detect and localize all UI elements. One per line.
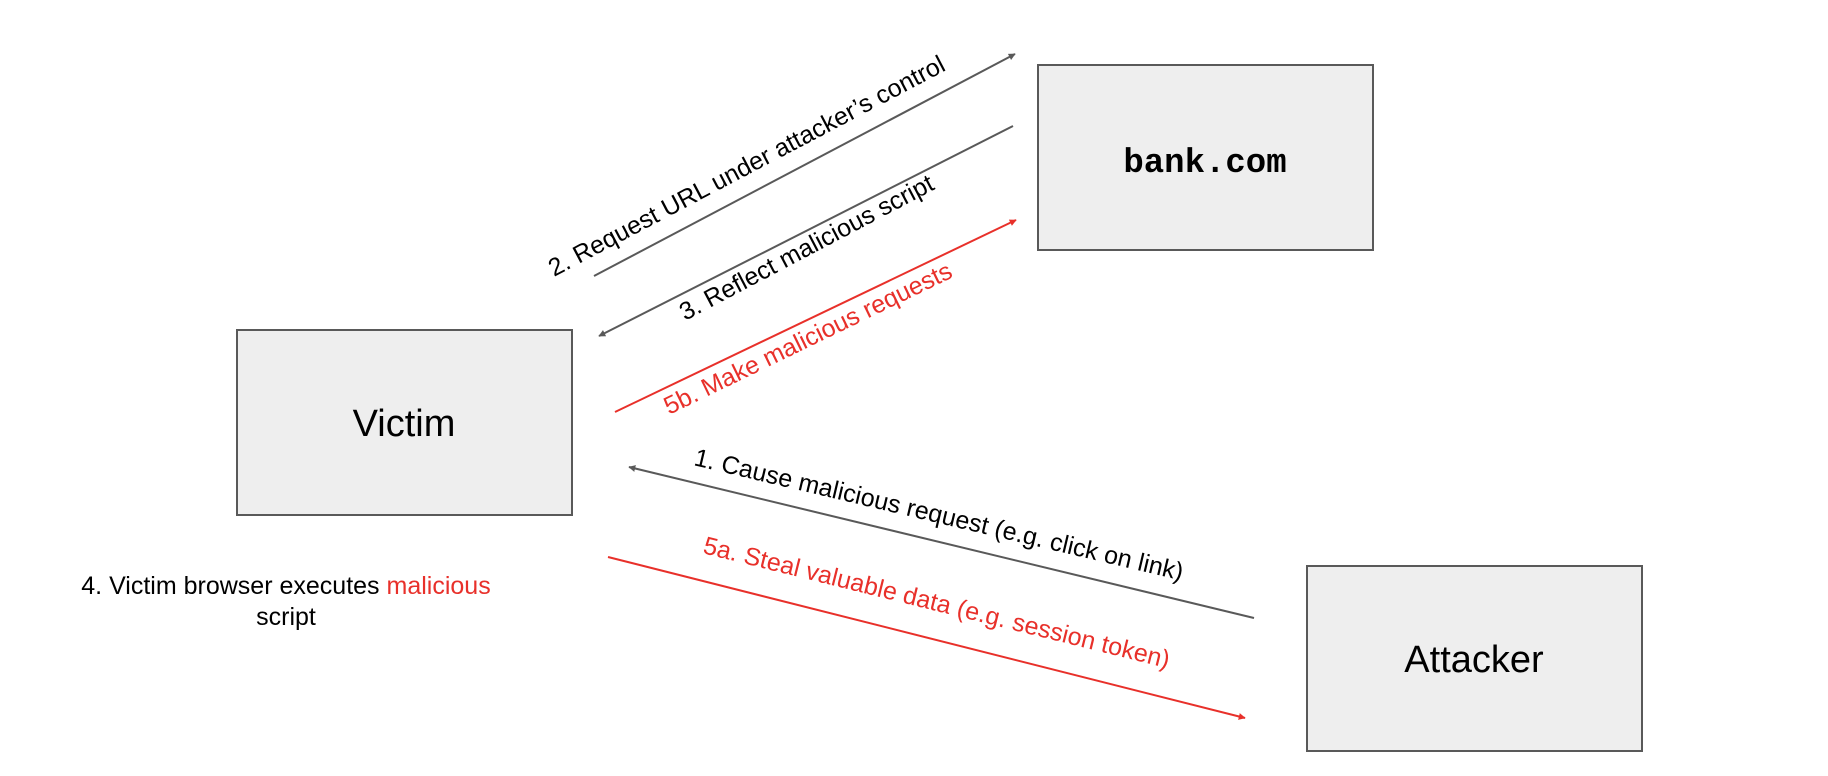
step4-prefix: 4. Victim browser executes [81, 572, 386, 600]
step2-label: 2. Request URL under attacker’s control [544, 50, 950, 282]
step5b-label: 5b. Make malicious requests [659, 257, 956, 421]
attacker-box [1306, 565, 1643, 752]
arrow-step1 [628, 465, 1255, 619]
arrow-step2 [593, 53, 1016, 277]
arrow-step3 [598, 125, 1014, 337]
arrow-step5b [614, 219, 1017, 413]
step4-line1: 4. Victim browser executes malicious [81, 572, 490, 600]
bank-label: bank.com [1123, 145, 1286, 183]
victim-box [236, 329, 573, 516]
arrow-step5a [607, 556, 1246, 720]
bank-node: bank.com [1037, 64, 1374, 251]
attacker-node: Attacker [1306, 565, 1643, 752]
step4-note: 4. Victim browser executes malicious scr… [81, 572, 490, 631]
step4-highlight-2: script [256, 603, 316, 631]
victim-node: Victim [236, 329, 573, 516]
step4-highlight-1: malicious [387, 572, 491, 600]
attacker-label: Attacker [1404, 639, 1544, 681]
victim-label: Victim [353, 403, 456, 445]
bank-box [1037, 64, 1374, 251]
